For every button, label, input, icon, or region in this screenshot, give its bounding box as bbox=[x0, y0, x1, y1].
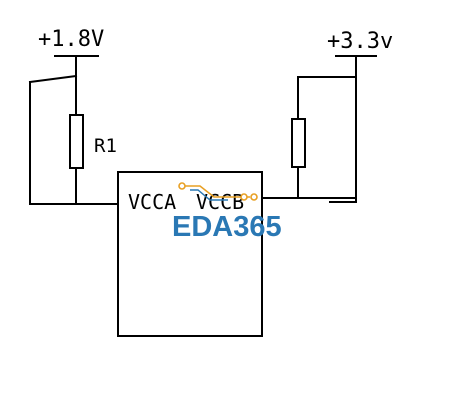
chip-pin-vcca: VCCA bbox=[128, 190, 176, 214]
level-shifter-chip: VCCA VCCB bbox=[117, 171, 263, 337]
resistor-right bbox=[291, 118, 306, 168]
right-voltage-label: +3.3v bbox=[327, 29, 393, 54]
watermark-pad-3 bbox=[250, 193, 258, 201]
chip-body bbox=[117, 171, 263, 337]
chip-pin-vccb: VCCB bbox=[196, 190, 244, 214]
resistor-r1-label: R1 bbox=[94, 135, 117, 157]
left-voltage-label: +1.8V bbox=[38, 27, 104, 52]
watermark-pad-1 bbox=[178, 182, 186, 190]
resistor-r1 bbox=[69, 114, 84, 169]
watermark-text: EDA365 bbox=[172, 211, 282, 243]
left-top-wire bbox=[28, 74, 78, 84]
right-power-rail: +3.3v bbox=[327, 29, 393, 78]
eda365-watermark: EDA365 bbox=[172, 182, 282, 243]
watermark-pad-2 bbox=[240, 193, 248, 201]
left-power-rail: +1.8V bbox=[38, 27, 104, 78]
left-divider: R1 bbox=[28, 74, 119, 205]
right-divider bbox=[261, 76, 357, 203]
watermark-trace bbox=[182, 185, 250, 198]
watermark-trace-2 bbox=[190, 189, 228, 201]
